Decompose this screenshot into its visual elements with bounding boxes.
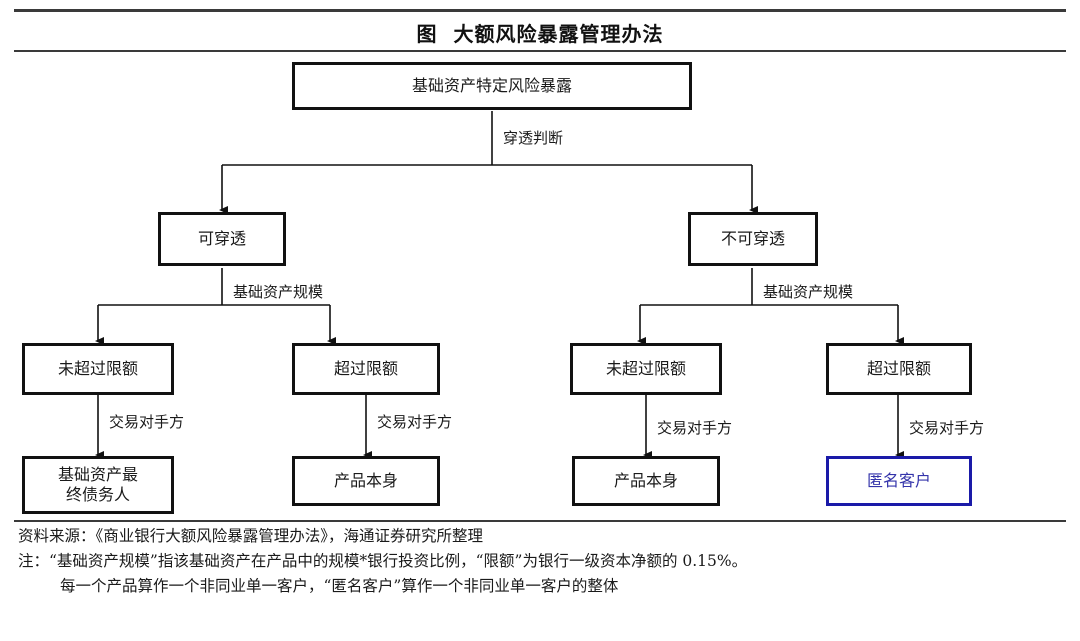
node-root[interactable]: 基础资产特定风险暴露 [292, 62, 692, 110]
edge-label-penetration-judgement: 穿透判断 [500, 127, 567, 148]
edge-label-underlying-scale-right: 基础资产规模 [760, 281, 857, 302]
footer-rule [14, 520, 1066, 522]
node-final-debtor[interactable]: 基础资产最 终债务人 [22, 456, 174, 514]
edge-label-counterparty-4: 交易对手方 [906, 417, 988, 438]
edge-label-counterparty-2: 交易对手方 [374, 411, 456, 432]
footnote-line-2: 每一个产品算作一个非同业单一客户，“匿名客户”算作一个非同业单一客户的整体 [60, 577, 619, 595]
source-note: 资料来源：《商业银行大额风险暴露管理办法》，海通证券研究所整理 [18, 527, 484, 545]
node-within-limit-penetrable[interactable]: 未超过限额 [22, 343, 174, 395]
node-over-limit-non-penetrable[interactable]: 超过限额 [826, 343, 972, 395]
node-product-itself-non-penetrable[interactable]: 产品本身 [572, 456, 720, 506]
node-over-limit-penetrable[interactable]: 超过限额 [292, 343, 440, 395]
node-penetrable[interactable]: 可穿透 [158, 212, 286, 266]
edge-label-counterparty-3: 交易对手方 [654, 417, 736, 438]
node-product-itself-penetrable[interactable]: 产品本身 [292, 456, 440, 506]
node-non-penetrable[interactable]: 不可穿透 [688, 212, 818, 266]
title-underline-rule [14, 50, 1066, 52]
edge-label-underlying-scale-left: 基础资产规模 [230, 281, 327, 302]
node-anonymous-client[interactable]: 匿名客户 [826, 456, 972, 506]
page-title: 图 大额风险暴露管理办法 [416, 22, 664, 46]
edge-label-counterparty-1: 交易对手方 [106, 411, 188, 432]
footnote-line-1: 注：“基础资产规模”指该基础资产在产品中的规模*银行投资比例，“限额”为银行一级… [18, 552, 748, 570]
node-within-limit-non-penetrable[interactable]: 未超过限额 [570, 343, 722, 395]
top-rule [14, 9, 1066, 12]
